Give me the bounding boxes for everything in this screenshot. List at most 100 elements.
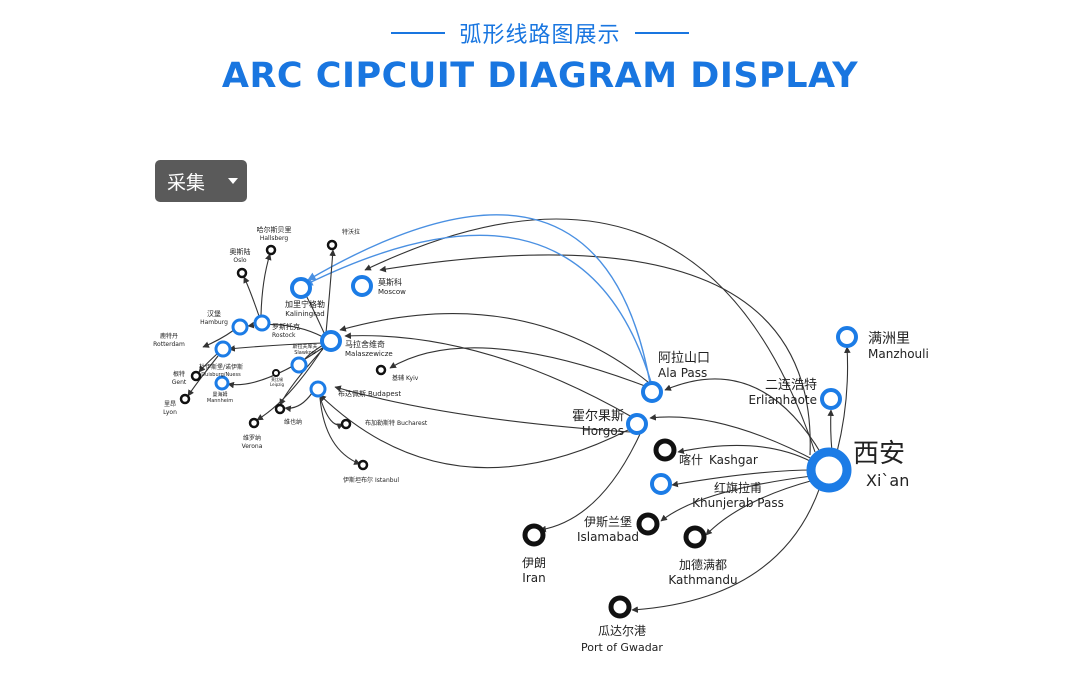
node-en-label-xian: Xi`an bbox=[866, 471, 909, 490]
route-arc bbox=[187, 355, 219, 397]
collect-dropdown[interactable]: 采集 bbox=[155, 160, 247, 202]
node-cn-label-manzhouli: 满洲里 bbox=[868, 331, 910, 347]
node-cn-label-rostock: 罗斯托克 bbox=[272, 322, 300, 331]
route-arc bbox=[705, 479, 815, 536]
node-en-label-lyon: Lyon bbox=[163, 409, 177, 416]
node-en-label-khunjerab: Khunjerab Pass bbox=[692, 496, 784, 510]
node-en-label-gent: Gent bbox=[172, 379, 187, 386]
node-cn-label-erlianhaote: 二连浩特 bbox=[765, 377, 817, 393]
node-verona bbox=[248, 417, 260, 429]
node-en-label-rostock: Rostock bbox=[272, 332, 296, 339]
route-arc bbox=[256, 344, 326, 421]
node-lesiao bbox=[272, 369, 280, 377]
route-arc bbox=[243, 276, 260, 317]
route-nodes bbox=[179, 239, 858, 619]
node-en-label-verona: Verona bbox=[242, 443, 263, 450]
node-cn-label-kaliningrad: 加里宁格勒 bbox=[285, 299, 325, 309]
node-cn-label-mannheim: 曼海姆 bbox=[212, 391, 227, 398]
node-en-label-lesiao: Leipzig bbox=[270, 382, 284, 387]
page-subtitle: 弧形线路图展示 bbox=[459, 23, 621, 48]
route-arc bbox=[671, 469, 815, 488]
route-arc bbox=[304, 234, 652, 383]
node-en-label-manzhouli: Manzhouli bbox=[868, 347, 929, 361]
node-budapest bbox=[309, 380, 327, 398]
node-en-label-horgos: Horgos bbox=[582, 424, 624, 438]
node-en-label-iran: Iran bbox=[522, 571, 545, 585]
node-cn-label-xian: 西安 bbox=[853, 439, 905, 469]
node-en-label-hallsberg: Hallsberg bbox=[260, 235, 289, 242]
route-arc bbox=[319, 396, 344, 430]
node-mannheim bbox=[214, 375, 230, 391]
node-en-label-erlianhaote: Erlianhaote bbox=[748, 393, 817, 407]
node-cn-label-duisburg: 杜伊斯堡/诺伊斯 bbox=[199, 363, 243, 371]
node-xian bbox=[806, 447, 852, 493]
node-cn-label-verona: 维罗纳 bbox=[243, 434, 261, 442]
node-en-label-rotterdam: Rotterdam bbox=[153, 341, 185, 348]
route-arc bbox=[339, 313, 649, 383]
route-arc bbox=[649, 414, 819, 463]
caret-down-icon bbox=[228, 178, 238, 184]
node-en-label-slawkow: Slawkow bbox=[294, 350, 316, 356]
route-arc bbox=[631, 486, 821, 613]
node-iran bbox=[522, 523, 546, 547]
node-moscow bbox=[351, 275, 373, 297]
node-en-label-duisburg: Duisburg/Nuess bbox=[201, 372, 241, 378]
node-en-label-kaliningrad: Kaliningrad bbox=[285, 310, 325, 318]
node-cn-label-horgos: 霍尔果斯 bbox=[572, 409, 624, 424]
node-manzhouli bbox=[836, 326, 858, 348]
node-duisburg bbox=[290, 356, 308, 374]
node-en-label-ala: Ala Pass bbox=[658, 366, 707, 380]
route-arc bbox=[307, 214, 651, 384]
route-arc bbox=[827, 409, 834, 453]
node-en-label-hamburg: Hamburg bbox=[200, 319, 228, 326]
node-cn-label-slawkow: 斯拉夫库夫 bbox=[292, 343, 317, 350]
route-arc bbox=[539, 433, 641, 533]
node-islamabad bbox=[636, 512, 660, 536]
node-erlianhaote bbox=[820, 388, 842, 410]
node-kathmandu bbox=[683, 525, 707, 549]
node-kyiv bbox=[375, 364, 387, 376]
route-arc bbox=[379, 254, 811, 456]
node-en-label-mannheim: Mannheim bbox=[207, 398, 233, 404]
route-labels: 西安Xi`an满洲里Manzhouli二连浩特Erlianhaote阿拉山口Al… bbox=[153, 225, 929, 654]
node-istanbul bbox=[357, 459, 369, 471]
node-malaszewicze bbox=[320, 330, 342, 352]
node-lyon bbox=[179, 393, 191, 405]
node-cn-label-lyon: 里昂 bbox=[164, 401, 176, 408]
route-arc bbox=[364, 218, 816, 453]
subtitle-row: 弧形线路图展示 bbox=[0, 18, 1080, 48]
node-cn-label-malaszewicze: 马拉舍维奇 bbox=[345, 339, 385, 349]
node-oslo bbox=[236, 267, 248, 279]
node-kaliningrad bbox=[290, 277, 312, 299]
node-cn-label-vienna: 维也纳 bbox=[284, 418, 302, 426]
route-arc bbox=[227, 346, 325, 389]
node-cn-label-moscow: 莫斯科 bbox=[378, 277, 402, 287]
node-horgos bbox=[626, 413, 648, 435]
node-cn-label-hamburg: 汉堡 bbox=[207, 309, 221, 318]
subtitle-rule-left bbox=[391, 32, 446, 34]
node-cn-label-islamabad: 伊斯兰堡 bbox=[584, 514, 632, 529]
node-en-label-islamabad: Islamabad bbox=[577, 530, 639, 544]
node-ala bbox=[641, 381, 663, 403]
route-arc bbox=[334, 385, 631, 433]
node-cn-label-tekezi: 特沃拉 bbox=[342, 228, 360, 236]
node-cn-label-lesiao: 莱比锡 bbox=[271, 376, 283, 382]
node-rostock bbox=[253, 314, 271, 332]
route-arc bbox=[344, 332, 633, 418]
route-arc bbox=[664, 378, 823, 456]
route-arc bbox=[198, 352, 219, 373]
node-en-label-kathmandu: Kathmandu bbox=[668, 573, 737, 587]
node-tekezi bbox=[326, 239, 338, 251]
node-en-label-oslo: Oslo bbox=[233, 257, 247, 264]
node-cn-label-iran: 伊朗 bbox=[522, 556, 546, 570]
node-hamburg bbox=[231, 318, 249, 336]
node-en-label-moscow: Moscow bbox=[378, 288, 406, 296]
page-title: ARC CIPCUIT DIAGRAM DISPLAY bbox=[221, 56, 859, 96]
node-cn-label-khunjerab: 红旗拉甫 bbox=[714, 480, 762, 495]
route-arc bbox=[228, 342, 324, 352]
route-arc bbox=[260, 253, 272, 316]
route-arc bbox=[202, 329, 235, 348]
